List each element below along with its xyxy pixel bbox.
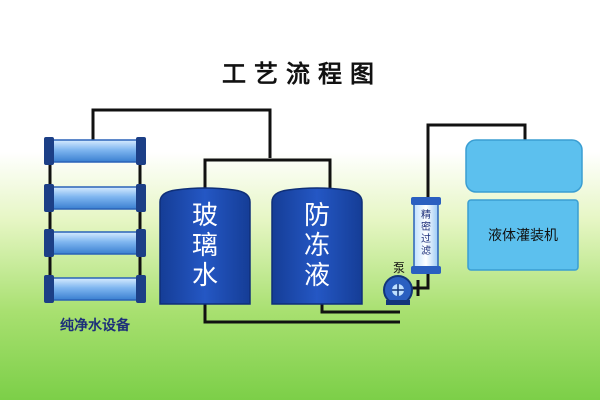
liquid-filling-machine	[465, 139, 583, 271]
pipe-bottom-line	[203, 302, 400, 324]
vertical-char: 过	[421, 232, 431, 245]
pump-label: 泵	[393, 261, 405, 275]
vertical-char: 璃	[192, 231, 218, 261]
pipe-tank-branch	[203, 158, 332, 192]
precision-filter	[411, 197, 441, 274]
tank-antifreeze	[271, 187, 363, 305]
pipe-tank2-drop	[320, 302, 400, 314]
membrane-stack	[44, 137, 146, 303]
vertical-char: 密	[421, 220, 431, 233]
membrane-tube	[44, 275, 146, 303]
vertical-char: 精	[421, 208, 431, 221]
pipe-filter-to-filler	[426, 123, 527, 200]
pump-icon	[383, 275, 413, 305]
pure-water-equipment-label: 纯净水设备	[60, 317, 131, 334]
vertical-char: 冻	[304, 231, 330, 261]
membrane-tube	[44, 229, 146, 257]
vertical-char: 水	[192, 261, 218, 291]
filler-label: 液体灌装机	[488, 228, 558, 244]
membrane-tube	[44, 184, 146, 212]
vertical-char: 玻	[192, 201, 218, 231]
precision-filter-label: 精密过滤	[421, 208, 431, 257]
membrane-tube	[44, 137, 146, 165]
tank-glass-water	[159, 187, 251, 305]
vertical-char: 防	[304, 201, 330, 231]
diagram-title: 工艺流程图	[222, 60, 382, 88]
vertical-char: 滤	[421, 244, 431, 257]
vertical-char: 液	[304, 261, 330, 291]
tank-glass-water-label: 玻璃水	[192, 201, 218, 291]
tank-antifreeze-label: 防冻液	[304, 201, 330, 291]
pipe-top-loop	[91, 108, 272, 158]
